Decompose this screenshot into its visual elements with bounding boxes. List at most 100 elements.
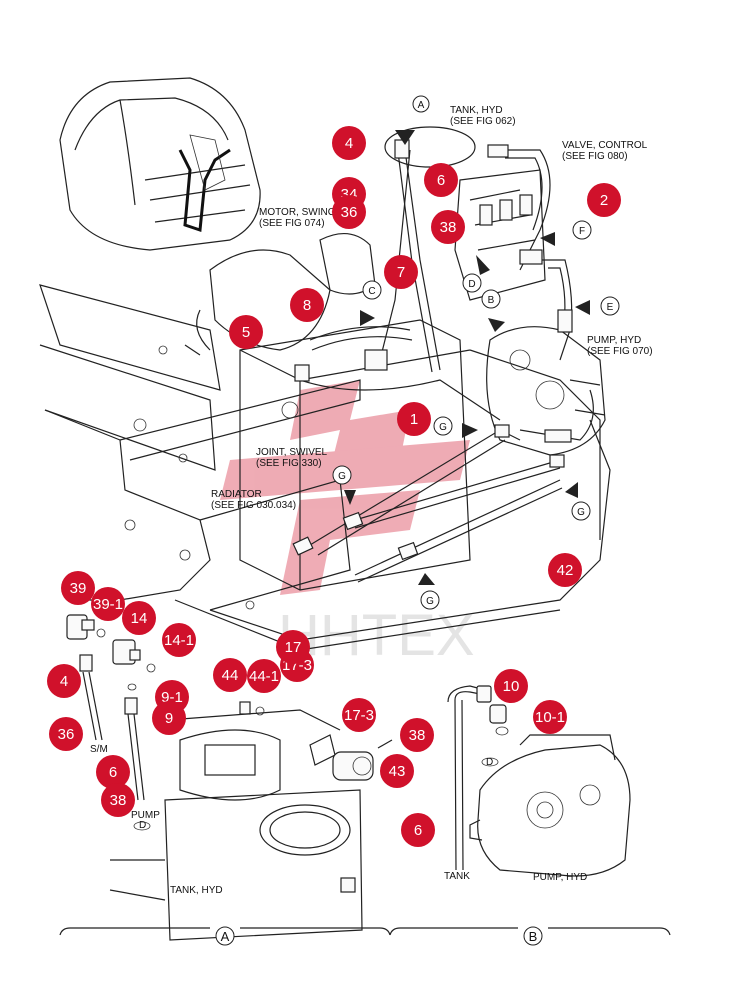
part-badge-circle bbox=[96, 755, 130, 789]
part-badge-label: 38 bbox=[409, 727, 426, 744]
part-badge-label: 4 bbox=[345, 135, 353, 152]
part-badge-label: 2 bbox=[600, 192, 608, 209]
part-badge-28: 38 bbox=[400, 718, 434, 752]
d-tag-2: D bbox=[486, 757, 493, 768]
view-marker-b: B bbox=[481, 289, 501, 309]
label-pump: PUMP bbox=[131, 810, 160, 821]
part-badge-label: 4 bbox=[60, 673, 68, 690]
part-badges: 4634363827851423939-11414-149-193663817-… bbox=[47, 126, 621, 847]
part-badge-circle bbox=[91, 587, 125, 621]
part-badge-circle bbox=[587, 183, 621, 217]
svg-text:E: E bbox=[607, 302, 614, 313]
watermark-emblem bbox=[220, 380, 470, 595]
svg-text:G: G bbox=[577, 507, 585, 518]
part-badge-circle bbox=[494, 669, 528, 703]
view-marker-g1: G bbox=[433, 416, 453, 436]
part-badge-circle bbox=[380, 754, 414, 788]
part-badge-12: 39-1 bbox=[91, 587, 125, 621]
part-badge-label: 8 bbox=[303, 297, 311, 314]
part-badge-8: 5 bbox=[229, 315, 263, 349]
part-badge-30: 17 bbox=[276, 630, 310, 664]
part-badge-label: 38 bbox=[110, 792, 127, 809]
part-badge-circle bbox=[548, 553, 582, 587]
part-badge-circle bbox=[401, 813, 435, 847]
svg-text:B: B bbox=[488, 295, 495, 306]
part-badge-circle bbox=[152, 701, 186, 735]
label-valve-control: VALVE, CONTROL bbox=[562, 140, 648, 151]
detail-a: S/M PUMP D TANK, HYD bbox=[66, 614, 393, 941]
pump-assembly bbox=[486, 326, 606, 456]
part-badge-circle bbox=[431, 210, 465, 244]
part-badge-27: 10-1 bbox=[533, 700, 567, 734]
detail-b: D TANK PUMP, HYD bbox=[444, 685, 631, 883]
part-badge-circle bbox=[47, 664, 81, 698]
label-joint-swivel-ref: (SEE FIG 330) bbox=[256, 458, 322, 469]
view-marker-g4: G bbox=[420, 590, 440, 610]
part-badge-24: 44-1 bbox=[247, 659, 281, 693]
part-badge-circle bbox=[332, 126, 366, 160]
part-badge-label: 14-1 bbox=[164, 632, 194, 649]
view-marker-c: C bbox=[362, 280, 382, 300]
view-marker-g2: G bbox=[332, 465, 352, 485]
svg-text:G: G bbox=[426, 596, 434, 607]
svg-text:B: B bbox=[529, 929, 538, 944]
part-badge-label: 17-3 bbox=[344, 707, 374, 724]
label-radiator: RADIATOR bbox=[211, 489, 262, 500]
part-badge-label: 38 bbox=[440, 219, 457, 236]
part-badge-circle bbox=[122, 601, 156, 635]
label-tank: TANK bbox=[444, 871, 470, 882]
svg-text:F: F bbox=[579, 226, 585, 237]
part-badge-label: 14 bbox=[131, 610, 148, 627]
part-badge-label: 36 bbox=[341, 204, 358, 221]
section-a-marker: A bbox=[215, 926, 235, 946]
part-badge-25: 43 bbox=[380, 754, 414, 788]
label-radiator-ref: (SEE FIG 030.034) bbox=[211, 500, 296, 511]
part-badge-circle bbox=[290, 288, 324, 322]
part-badge-7: 8 bbox=[290, 288, 324, 322]
part-badge-circle bbox=[400, 718, 434, 752]
svg-text:G: G bbox=[439, 422, 447, 433]
view-marker-g3: G bbox=[571, 501, 591, 521]
part-badge-9: 1 bbox=[397, 402, 431, 436]
view-markers: A C D B F E G G bbox=[332, 95, 620, 610]
part-badge-3: 36 bbox=[332, 195, 366, 229]
part-badge-22: 17-3 bbox=[342, 698, 376, 732]
part-badge-circle bbox=[247, 659, 281, 693]
part-badge-label: 43 bbox=[389, 763, 406, 780]
part-badge-4: 38 bbox=[431, 210, 465, 244]
part-badge-20: 38 bbox=[101, 783, 135, 817]
part-badge-circle bbox=[162, 623, 196, 657]
upper-frame bbox=[39, 233, 611, 651]
part-badge-1: 6 bbox=[424, 163, 458, 197]
label-pump-hyd-bottom: PUMP, HYD bbox=[533, 872, 587, 883]
part-badge-label: 44-1 bbox=[249, 668, 279, 685]
part-badge-circle bbox=[61, 571, 95, 605]
part-badge-label: 44 bbox=[222, 667, 239, 684]
label-motor-swing: MOTOR, SWING bbox=[259, 207, 336, 218]
part-badge-29: 6 bbox=[401, 813, 435, 847]
part-badge-label: 10-1 bbox=[535, 709, 565, 726]
d-tag-1: D bbox=[139, 820, 146, 831]
part-badge-label: 10 bbox=[503, 678, 520, 695]
part-badge-circle bbox=[342, 698, 376, 732]
part-badge-6: 7 bbox=[384, 255, 418, 289]
part-badge-label: 1 bbox=[410, 411, 418, 428]
view-marker-e: E bbox=[600, 296, 620, 316]
part-badge-14: 14-1 bbox=[162, 623, 196, 657]
part-badge-circle bbox=[424, 163, 458, 197]
label-tank-hyd-top-ref: (SEE FIG 062) bbox=[450, 116, 516, 127]
label-joint-swivel: JOINT, SWIVEL bbox=[256, 447, 328, 458]
part-badge-circle bbox=[49, 717, 83, 751]
part-badge-5: 2 bbox=[587, 183, 621, 217]
part-badge-11: 39 bbox=[61, 571, 95, 605]
label-valve-control-ref: (SEE FIG 080) bbox=[562, 151, 628, 162]
part-badge-label: 6 bbox=[437, 172, 445, 189]
part-badge-label: 7 bbox=[397, 264, 405, 281]
inset-machine-view bbox=[59, 77, 261, 251]
part-badge-15: 4 bbox=[47, 664, 81, 698]
view-marker-f: F bbox=[572, 220, 592, 240]
part-badge-label: 36 bbox=[58, 726, 75, 743]
part-badge-13: 14 bbox=[122, 601, 156, 635]
part-badge-17: 9 bbox=[152, 701, 186, 735]
